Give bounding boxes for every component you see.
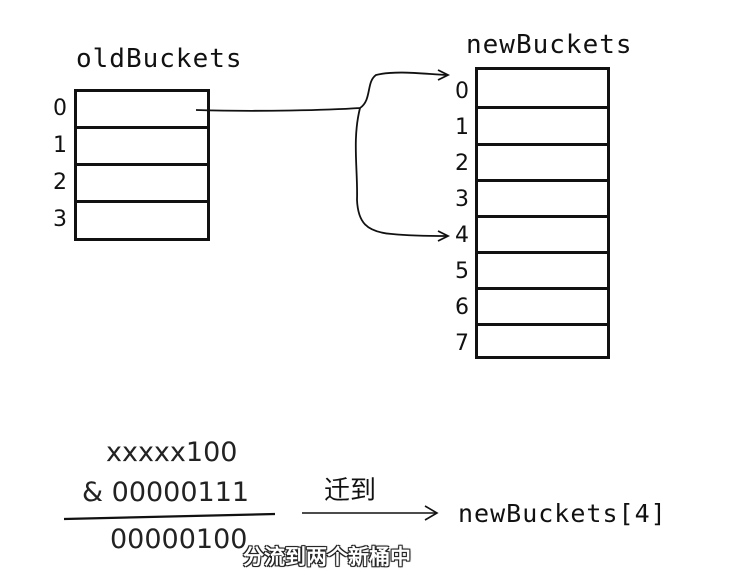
- new-bucket-index: 7: [455, 331, 469, 356]
- old-bucket-slot: [77, 129, 207, 166]
- new-buckets-title: newBuckets: [466, 30, 633, 60]
- new-bucket-slot: [478, 290, 607, 326]
- new-bucket-slot: [478, 182, 607, 218]
- migration-arrowhead: [424, 505, 439, 521]
- new-bucket-index: 5: [455, 259, 469, 284]
- mask-operand: & 00000111: [82, 477, 250, 508]
- new-bucket-index: 4: [455, 223, 469, 248]
- old-bucket-index: 3: [53, 207, 67, 232]
- new-bucket-slot: [478, 109, 607, 146]
- new-bucket-slot: [478, 254, 607, 290]
- migration-label: 迁到: [324, 476, 377, 506]
- split-arrow: [195, 71, 448, 112]
- new-bucket-index: 2: [455, 151, 469, 176]
- migration-target: newBuckets[4]: [458, 499, 667, 528]
- video-subtitle: 分流到两个新桶中: [243, 545, 411, 569]
- calculation-underline: [63, 512, 276, 521]
- hash-operand: xxxxx100: [106, 437, 238, 468]
- old-bucket-index: 0: [53, 96, 67, 121]
- new-bucket-index: 6: [455, 295, 469, 320]
- arrowhead-to-bucket-4: [437, 230, 451, 242]
- new-bucket-index: 0: [455, 79, 469, 104]
- new-bucket-index: 3: [455, 187, 469, 212]
- new-buckets-array: [475, 67, 610, 359]
- old-bucket-slot: [77, 166, 207, 203]
- old-buckets-title: oldBuckets: [76, 44, 243, 74]
- split-arrow-branch: [354, 107, 448, 237]
- old-buckets-array: [74, 89, 210, 241]
- old-bucket-slot: [77, 92, 207, 129]
- calculation-result: 00000100: [110, 524, 248, 555]
- old-bucket-index: 1: [53, 133, 67, 158]
- new-bucket-index: 1: [455, 115, 469, 140]
- old-bucket-index: 2: [53, 170, 67, 195]
- arrowhead-to-bucket-0: [437, 69, 451, 81]
- new-bucket-slot: [478, 218, 607, 254]
- new-bucket-slot: [478, 70, 607, 109]
- new-bucket-slot: [478, 146, 607, 182]
